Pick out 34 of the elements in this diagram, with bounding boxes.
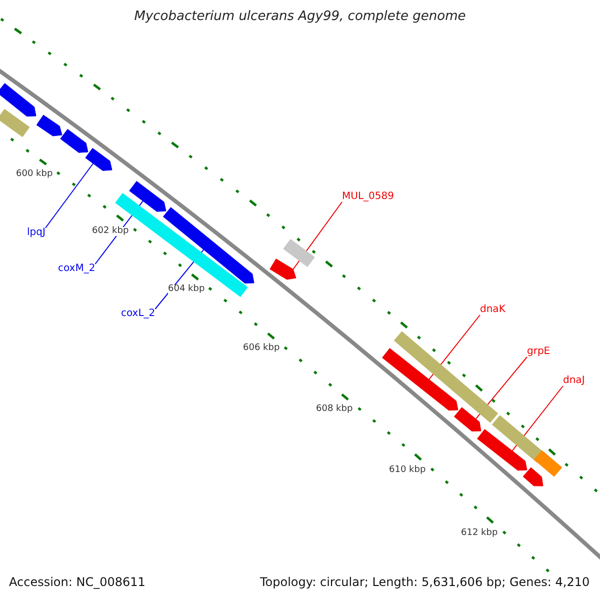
gene-label: dnaJ bbox=[563, 376, 585, 386]
gene-feature bbox=[85, 148, 112, 171]
gene-label: coxL_2 bbox=[121, 309, 156, 319]
gene-bar bbox=[283, 238, 315, 268]
gene-feature bbox=[454, 407, 482, 432]
gene-feature bbox=[270, 258, 296, 280]
gene-label: dnaK bbox=[480, 305, 506, 315]
gene-feature bbox=[522, 467, 544, 486]
gene-bar bbox=[394, 331, 498, 423]
gene-label: lpqJ bbox=[27, 228, 46, 238]
gene-label: coxM_2 bbox=[58, 264, 96, 274]
gene-bar bbox=[0, 108, 30, 138]
gene-feature bbox=[36, 114, 62, 136]
gene-feature bbox=[0, 83, 36, 117]
leader-line bbox=[292, 202, 342, 270]
gene-feature bbox=[477, 429, 528, 471]
scale-label: 600 kbp bbox=[16, 170, 53, 179]
gene-feature bbox=[129, 180, 166, 212]
scale-label: 610 kbp bbox=[389, 466, 426, 475]
scale-label: 602 kbp bbox=[92, 227, 129, 236]
gene-label: MUL_0589 bbox=[342, 192, 394, 202]
leader-line bbox=[44, 163, 94, 228]
scale-label: 604 kbp bbox=[168, 285, 205, 294]
gene-feature bbox=[162, 207, 254, 284]
gene-bar bbox=[534, 450, 562, 477]
gene-feature bbox=[382, 348, 458, 411]
footer-text: Accession: NC_008611 bbox=[9, 576, 146, 588]
scale-label: 608 kbp bbox=[316, 405, 353, 414]
gene-feature bbox=[60, 128, 88, 153]
scale-label: 612 kbp bbox=[461, 529, 498, 538]
title: Mycobacterium ulcerans Agy99, complete genome bbox=[133, 10, 467, 23]
scale-label: 606 kbp bbox=[243, 344, 280, 353]
footer-text: Topology: circular; Length: 5,631,606 bp; Genes: 4,210 bbox=[260, 576, 590, 588]
gene-label: grpE bbox=[527, 347, 550, 357]
